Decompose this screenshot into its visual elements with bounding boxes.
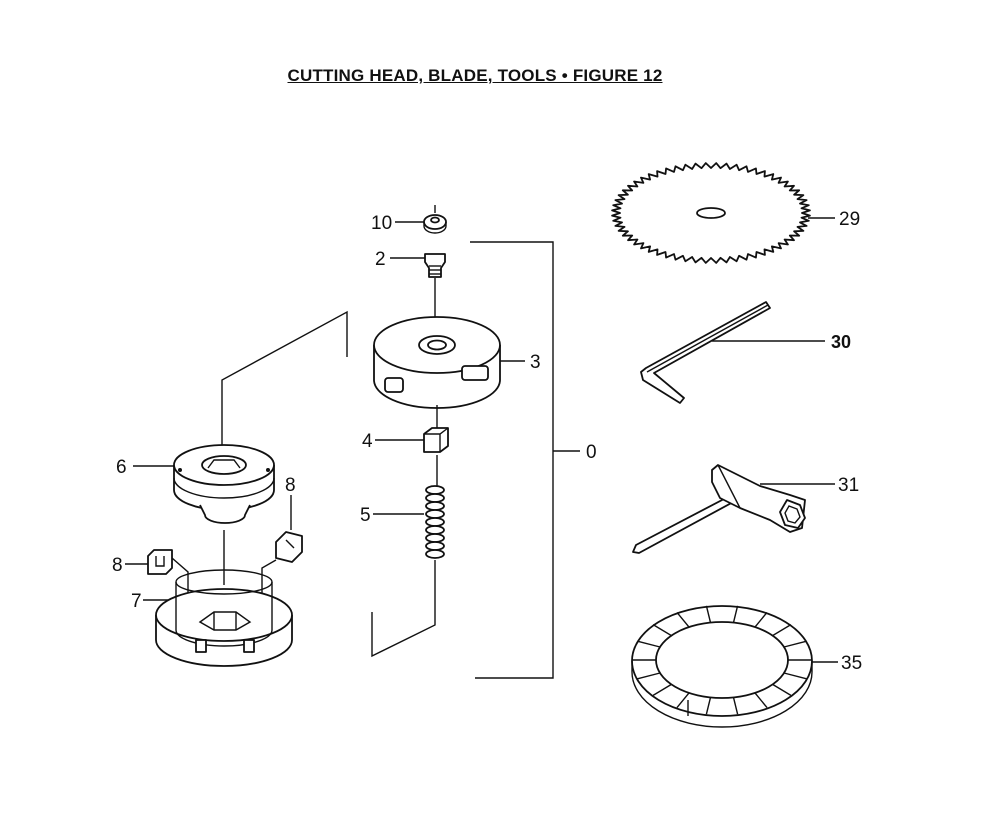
ring-segment (783, 672, 807, 680)
ring-segment (705, 697, 712, 715)
ring-segment (732, 605, 739, 623)
callout-29: 29 (839, 209, 860, 230)
part-3-housing[interactable] (373, 316, 525, 428)
ring-segment (732, 697, 739, 715)
part-6-spool[interactable] (133, 310, 348, 585)
callout-4: 4 (362, 431, 373, 452)
ring-segment (754, 692, 768, 709)
callout-3: 3 (530, 352, 541, 373)
ring-segment (637, 672, 661, 680)
ring-segment (772, 624, 792, 637)
callout-8-right: 8 (285, 475, 296, 496)
part-29-blade[interactable] (611, 162, 835, 264)
ring-segment (676, 611, 690, 628)
callout-35: 35 (841, 653, 862, 674)
assembly-bracket (470, 241, 580, 679)
callout-5: 5 (360, 505, 371, 526)
part-10-washer[interactable] (395, 205, 447, 234)
ring-segment (754, 611, 768, 628)
part-8-eyelet-right[interactable] (261, 495, 303, 602)
callout-10: 10 (371, 213, 392, 234)
part-2-nut[interactable] (390, 253, 446, 340)
figure-title: CUTTING HEAD, BLADE, TOOLS • FIGURE 12 (287, 66, 663, 85)
part-4-insert[interactable] (375, 427, 449, 453)
part-31-wrench[interactable] (632, 464, 835, 554)
part-7-cover[interactable] (143, 569, 293, 667)
callout-0: 0 (586, 442, 597, 463)
callout-31: 31 (838, 475, 859, 496)
callout-7: 7 (131, 591, 142, 612)
ring-segment (676, 692, 690, 709)
callout-2: 2 (375, 249, 386, 270)
part-35-ring[interactable] (631, 605, 838, 728)
part-30-hex-key[interactable] (640, 301, 825, 404)
ring-segment (652, 683, 672, 696)
part-5-spring[interactable] (371, 455, 445, 658)
ring-segment (637, 640, 661, 648)
ring-segment (772, 683, 792, 696)
ring-segment (783, 640, 807, 648)
callout-6: 6 (116, 457, 127, 478)
callout-8-left: 8 (112, 555, 123, 576)
ring-segment (705, 605, 712, 623)
ring-segment (652, 624, 672, 637)
callout-30: 30 (831, 332, 851, 352)
